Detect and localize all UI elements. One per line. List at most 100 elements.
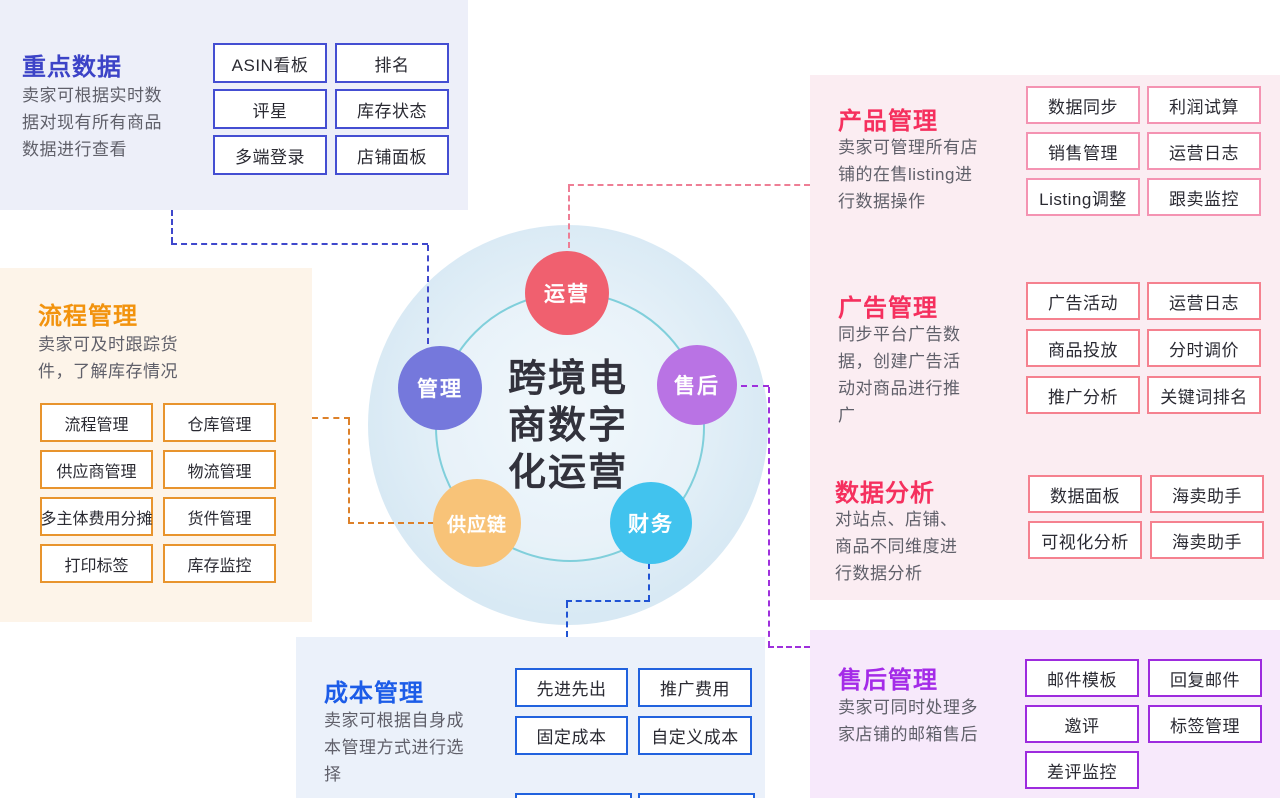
- feature-item[interactable]: 运营日志: [1147, 282, 1261, 320]
- desc-line: 卖家可及时跟踪货: [38, 335, 178, 354]
- node-finance: 财务: [610, 482, 692, 564]
- desc-line: 行数据分析: [835, 564, 923, 583]
- feature-item[interactable]: 利润试算: [1147, 86, 1261, 124]
- feature-item[interactable]: 运营日志: [1147, 132, 1261, 170]
- node-label: 供应链: [446, 514, 507, 536]
- section-desc-cost: 卖家可根据自身成 本管理方式进行选 择: [324, 707, 464, 788]
- panel-aftersale: 售后管理 卖家可同时处理多 家店铺的邮箱售后 邮件模板 回复邮件 邀评 标签管理…: [810, 630, 1280, 798]
- feature-item[interactable]: 关键词排名: [1147, 376, 1261, 414]
- feature-item[interactable]: 跟卖监控: [1147, 178, 1261, 216]
- desc-line: 据，创建广告活: [838, 352, 961, 371]
- desc-line: 卖家可同时处理多: [838, 698, 978, 717]
- connector-key-data: [427, 245, 429, 344]
- feature-item[interactable]: 库存监控: [163, 544, 276, 583]
- feature-item[interactable]: 多主体费用分摊: [40, 497, 153, 536]
- connector-process: [348, 522, 434, 524]
- feature-item[interactable]: 邀评: [1025, 705, 1139, 743]
- feature-item[interactable]: 流程管理: [40, 403, 153, 442]
- center-title: 跨境电 商数字 化运营: [368, 356, 768, 497]
- feature-item[interactable]: 数据面板: [1028, 475, 1142, 513]
- feature-item[interactable]: Listing调整: [1026, 178, 1140, 216]
- feature-grid-aftersale: 邮件模板 回复邮件 邀评 标签管理 差评监控: [1025, 659, 1262, 789]
- node-aftersale: 售后: [657, 345, 737, 425]
- connector-aftersale: [768, 646, 810, 648]
- feature-item[interactable]: 商品投放: [1026, 329, 1140, 367]
- feature-item[interactable]: 货件管理: [163, 497, 276, 536]
- connector-cost: [648, 563, 650, 601]
- feature-item[interactable]: 广告活动: [1026, 282, 1140, 320]
- feature-item[interactable]: 店铺面板: [335, 135, 449, 175]
- feature-item[interactable]: 邮件模板: [1025, 659, 1139, 697]
- feature-item[interactable]: 回复邮件: [1148, 659, 1262, 697]
- desc-line: 铺的在售listing进: [838, 165, 973, 184]
- connector-cost: [566, 602, 568, 637]
- desc-line: 家店铺的邮箱售后: [838, 725, 978, 744]
- feature-item[interactable]: 可视化分析: [1028, 521, 1142, 559]
- center-title-line: 商数字: [507, 405, 628, 447]
- feature-item[interactable]: 库存状态: [335, 89, 449, 129]
- feature-item[interactable]: 海卖助手: [1150, 475, 1264, 513]
- section-title-cost: 成本管理: [324, 680, 424, 707]
- node-operations: 运营: [525, 251, 609, 335]
- section-desc-key-data: 卖家可根据实时数 据对现有所有商品 数据进行查看: [22, 82, 162, 163]
- section-title-analysis: 数据分析: [835, 480, 935, 507]
- feature-item[interactable]: 物流管理: [163, 450, 276, 489]
- desc-line: 本管理方式进行选: [324, 738, 464, 757]
- desc-line: 卖家可根据实时数: [22, 86, 162, 105]
- feature-item[interactable]: 推广费用: [638, 668, 752, 707]
- feature-item[interactable]: 销售管理: [1026, 132, 1140, 170]
- feature-item[interactable]: 固定成本: [515, 716, 628, 755]
- feature-item[interactable]: ASIN看板: [213, 43, 327, 83]
- feature-item[interactable]: 自定义成本: [638, 716, 752, 755]
- feature-item[interactable]: 排名: [335, 43, 449, 83]
- feature-item[interactable]: 标签管理: [1148, 705, 1262, 743]
- feature-item[interactable]: 打印标签: [40, 544, 153, 583]
- desc-line: 广: [838, 406, 856, 425]
- node-label: 管理: [417, 378, 463, 401]
- connector-aftersale: [768, 387, 770, 647]
- feature-grid-process: 流程管理 仓库管理 供应商管理 物流管理 多主体费用分摊 货件管理 打印标签 库…: [40, 403, 276, 583]
- desc-line: 件，了解库存情况: [38, 362, 178, 381]
- feature-item[interactable]: 海卖助手: [1150, 521, 1264, 559]
- feature-grid-analysis: 数据面板 海卖助手 可视化分析 海卖助手: [1028, 475, 1264, 559]
- node-label: 售后: [674, 375, 720, 398]
- feature-item[interactable]: 多端登录: [213, 135, 327, 175]
- feature-item[interactable]: 先进先出: [515, 668, 628, 707]
- desc-line: 对站点、店铺、: [835, 510, 958, 529]
- feature-item[interactable]: 仓库管理: [163, 403, 276, 442]
- node-label: 财务: [628, 513, 674, 536]
- section-desc-aftersale: 卖家可同时处理多 家店铺的邮箱售后: [838, 694, 978, 748]
- section-title-aftersale: 售后管理: [838, 667, 938, 694]
- center-title-line: 跨境电: [507, 358, 628, 400]
- feature-item[interactable]: 评星: [213, 89, 327, 129]
- feature-item[interactable]: 分时调价: [1147, 329, 1261, 367]
- panel-right-pink: 产品管理 卖家可管理所有店 铺的在售listing进 行数据操作 数据同步 利润…: [810, 75, 1280, 600]
- section-desc-process: 卖家可及时跟踪货 件，了解库存情况: [38, 331, 178, 385]
- desc-line: 动对商品进行推: [838, 379, 961, 398]
- section-desc-analysis: 对站点、店铺、 商品不同维度进 行数据分析: [835, 506, 958, 587]
- feature-item[interactable]: 数据同步: [1026, 86, 1140, 124]
- connector-process: [312, 417, 350, 419]
- panel-key-data: 重点数据 卖家可根据实时数 据对现有所有商品 数据进行查看 ASIN看板 排名 …: [0, 0, 468, 210]
- panel-cost: 成本管理 卖家可根据自身成 本管理方式进行选 择 先进先出 推广费用 固定成本 …: [296, 637, 765, 798]
- node-supply-chain: 供应链: [433, 479, 521, 567]
- feature-grid-ads: 广告活动 运营日志 商品投放 分时调价 推广分析 关键词排名: [1026, 282, 1261, 414]
- desc-line: 同步平台广告数: [838, 325, 961, 344]
- connector-cost: [566, 600, 650, 602]
- feature-item[interactable]: 差评监控: [1025, 751, 1139, 789]
- feature-item[interactable]: 推广分析: [1026, 376, 1140, 414]
- section-desc-product: 卖家可管理所有店 铺的在售listing进 行数据操作: [838, 134, 978, 215]
- feature-grid-product: 数据同步 利润试算 销售管理 运营日志 Listing调整 跟卖监控: [1026, 86, 1261, 216]
- node-management: 管理: [398, 346, 482, 430]
- section-title-key-data: 重点数据: [22, 54, 122, 81]
- feature-item[interactable]: 供应商管理: [40, 450, 153, 489]
- panel-process: 流程管理 卖家可及时跟踪货 件，了解库存情况 流程管理 仓库管理 供应商管理 物…: [0, 268, 312, 622]
- connector-aftersale: [741, 385, 769, 387]
- desc-line: 择: [324, 765, 342, 784]
- desc-line: 据对现有所有商品: [22, 113, 162, 132]
- node-label: 运营: [544, 283, 590, 306]
- desc-line: 商品不同维度进: [835, 537, 958, 556]
- desc-line: 卖家可管理所有店: [838, 138, 978, 157]
- feature-grid-key-data: ASIN看板 排名 评星 库存状态 多端登录 店铺面板: [213, 43, 449, 175]
